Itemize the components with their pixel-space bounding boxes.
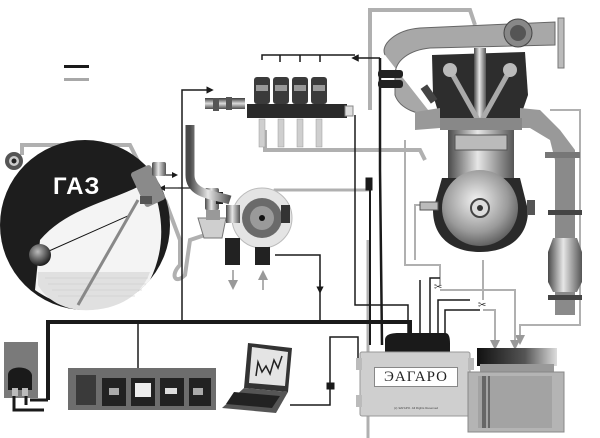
electrical-wires [30,54,480,406]
petrol-ecu [467,348,565,433]
injector-coils [254,77,327,104]
switch-panel [68,368,216,410]
ecu-label: ЭАГАРО [374,367,458,387]
gas-tank [0,140,170,311]
legend [64,65,89,81]
injector-rail [205,77,354,148]
reducer-vaporizer [185,125,293,265]
laptop-diagnostics [222,343,292,413]
legend-electrical-swatch [64,65,89,68]
battery-ignition-switch [4,342,44,412]
cut-junction-icon: ✂ [478,300,486,311]
pipe-to-filter [163,199,206,282]
pipe-to-intake [368,8,477,110]
catalytic-converter [548,158,582,315]
wire-junctions: ✂ ✂ [434,282,486,311]
ecu-fine-print: (c) ЭАГАРО. All Rights Reserved [393,406,439,410]
multivalve [130,162,166,207]
crank-sensor [419,201,439,211]
pipe-injectors-to-manifold [263,130,427,161]
float-ball [29,244,51,266]
engine [378,17,580,252]
tank-label: ГАЗ [53,173,101,200]
legend-gas-swatch [64,78,89,81]
cut-junction-icon: ✂ [434,282,442,293]
